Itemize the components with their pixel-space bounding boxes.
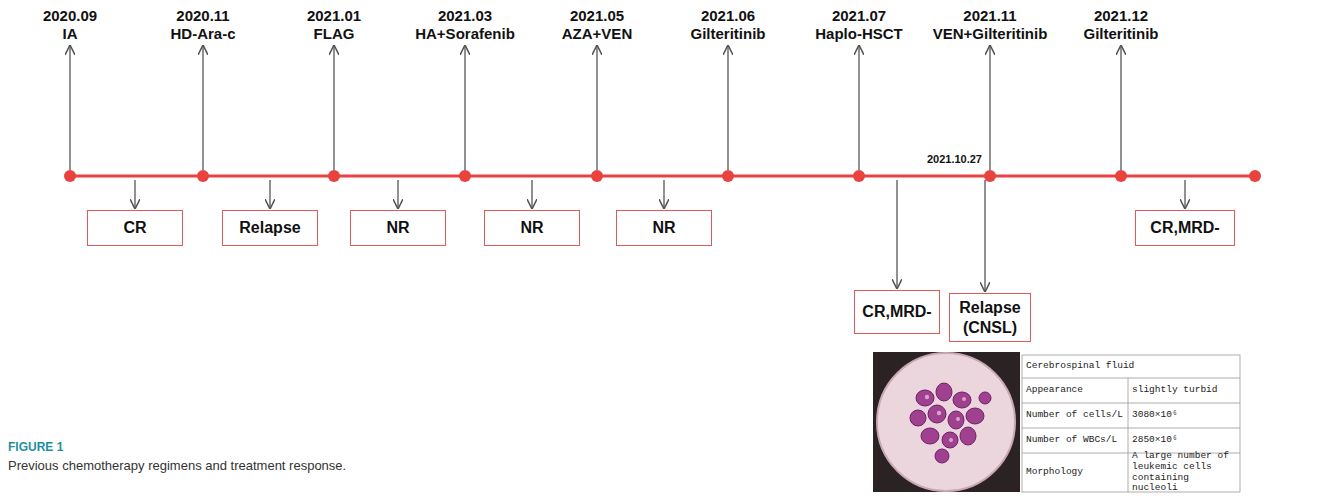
- table-cell: 3080×10⁶: [1128, 403, 1240, 428]
- regimen-label: HD-Ara-c: [170, 25, 235, 42]
- date-label: 2020.09: [43, 7, 97, 24]
- response-box: Relapse (CNSL): [949, 293, 1031, 342]
- up-arrows: [70, 46, 1121, 170]
- response-box: CR: [87, 210, 183, 246]
- regimen-label: IA: [63, 25, 78, 42]
- regimen-label: AZA+VEN: [562, 25, 632, 42]
- table-header: Cerebrospinal fluid: [1022, 355, 1240, 378]
- regimen-label: HA+Sorafenib: [415, 25, 515, 42]
- response-text: Relapse (CNSL): [957, 298, 1023, 336]
- response-box: CR,MRD-: [1135, 210, 1235, 246]
- date-label: 2021.11: [963, 7, 1016, 24]
- regimen-label: Gilteritinib: [691, 25, 766, 42]
- table-cell: Number of cells/L: [1022, 403, 1128, 428]
- response-box: CR,MRD-: [854, 290, 940, 334]
- date-label: 2021.01: [307, 7, 361, 24]
- figure-number: FIGURE 1: [8, 440, 63, 454]
- table-cell: A large number of leukemic cells contain…: [1128, 453, 1240, 492]
- table-cell: Morphology: [1022, 453, 1128, 492]
- regimen-label: VEN+Gilteritinib: [933, 25, 1048, 42]
- date-label: 2021.10.27: [927, 153, 982, 165]
- response-text: NR: [652, 218, 675, 237]
- response-box: NR: [350, 210, 446, 246]
- timeline-dots: [64, 170, 1261, 182]
- response-text: Relapse: [239, 218, 300, 237]
- response-text: CR: [123, 218, 146, 237]
- date-label: 2021.07: [832, 7, 886, 24]
- table-cell: 2850×10⁶: [1128, 428, 1240, 453]
- response-text: CR,MRD-: [862, 302, 931, 321]
- csf-micrograph: [873, 352, 1020, 492]
- table-cell: Number of WBCs/L: [1022, 428, 1128, 453]
- response-box: NR: [616, 210, 712, 246]
- response-box: NR: [484, 210, 580, 246]
- response-text: CR,MRD-: [1150, 218, 1219, 237]
- table-cell: slightly turbid: [1128, 378, 1240, 403]
- figure-caption: Previous chemotherapy regimens and treat…: [8, 458, 346, 473]
- down-arrows: [135, 180, 1185, 291]
- regimen-label: FLAG: [314, 25, 355, 42]
- date-label: 2021.12: [1094, 7, 1148, 24]
- regimen-label: Gilteritinib: [1084, 25, 1159, 42]
- response-box: Relapse: [222, 210, 318, 246]
- response-text: NR: [386, 218, 409, 237]
- date-label: 2021.06: [701, 7, 755, 24]
- regimen-label: Haplo-HSCT: [815, 25, 903, 42]
- response-text: NR: [520, 218, 543, 237]
- date-label: 2020.11: [176, 7, 229, 24]
- table-cell: Appearance: [1022, 378, 1128, 403]
- date-label: 2021.05: [570, 7, 624, 24]
- csf-table-grid: [1022, 355, 1240, 492]
- date-label: 2021.03: [438, 7, 492, 24]
- timeline-axis: [70, 175, 1255, 178]
